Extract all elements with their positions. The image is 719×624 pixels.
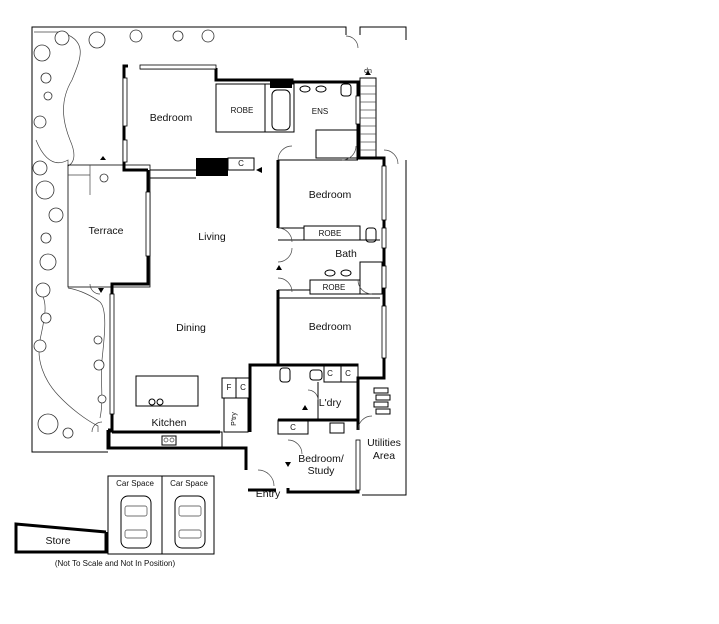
car-spaces <box>107 475 215 555</box>
stair-down-label: dn <box>364 68 372 75</box>
garden-trees <box>32 29 215 439</box>
room-label-bedroom: Bedroom <box>309 189 352 201</box>
disclaimer-note: (Not To Scale and Not In Position) <box>55 559 176 568</box>
cupboard-label: C <box>345 369 351 378</box>
direction-arrows <box>98 71 371 467</box>
car-icon <box>174 495 206 549</box>
room-label-store: Store <box>45 535 70 547</box>
room-label-bedroom: Bedroom <box>309 321 352 333</box>
room-label-robe: ROBE <box>319 229 342 238</box>
staircase <box>359 77 377 159</box>
room-label-ensuite: ENS <box>312 107 328 116</box>
room-label-pantry: P'try <box>231 412 238 426</box>
room-label-study: Study <box>308 465 336 477</box>
utility-marker <box>373 387 391 415</box>
room-label-utilities: Utilities <box>367 437 401 449</box>
room-label-study: Bedroom/ <box>298 453 344 465</box>
carspace-label: Car Space <box>116 479 154 488</box>
room-label-bath: Bath <box>335 248 357 260</box>
room-label-utilities: Area <box>373 450 395 462</box>
interior-partitions <box>109 83 383 449</box>
cupboard-label: C <box>290 423 296 432</box>
cupboard-label: C <box>238 159 244 168</box>
room-label-bedroom: Bedroom <box>150 112 193 124</box>
room-label-dining: Dining <box>176 322 206 334</box>
site-boundary <box>31 26 407 496</box>
carspace-label: Car Space <box>170 479 208 488</box>
bathroom-fixtures <box>148 83 377 446</box>
room-label-entry: Entry <box>256 488 281 500</box>
store-shed <box>14 522 108 554</box>
room-label-robe: ROBE <box>231 106 254 115</box>
fireplace <box>196 80 292 176</box>
fridge-label: F <box>227 383 232 392</box>
room-label-laundry: L'dry <box>319 397 342 409</box>
cupboard-label: C <box>240 383 246 392</box>
room-label-kitchen: Kitchen <box>151 417 186 429</box>
car-icon <box>120 495 152 549</box>
room-label-robe: ROBE <box>323 283 346 292</box>
garden-planting <box>34 31 106 432</box>
cupboard-label: C <box>327 369 333 378</box>
door-swings <box>89 35 399 487</box>
room-label-terrace: Terrace <box>88 225 123 237</box>
room-label-living: Living <box>198 231 226 243</box>
windows <box>109 64 387 491</box>
